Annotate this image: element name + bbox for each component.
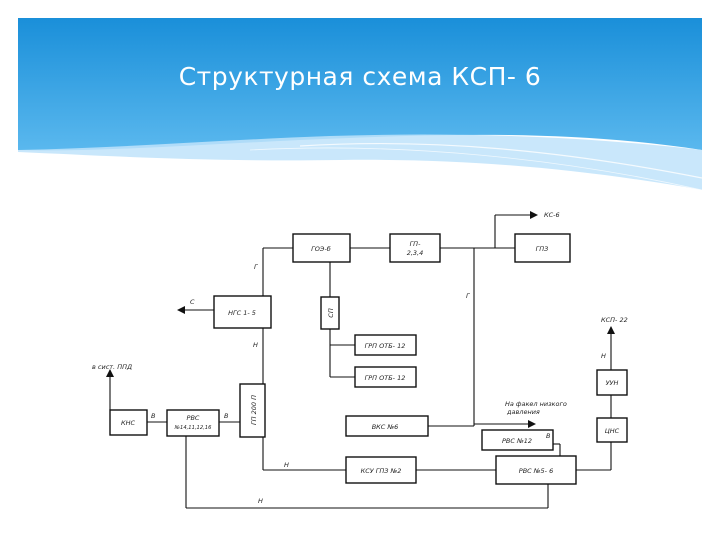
block-rvs12: РВС №12: [481, 429, 554, 451]
block-rvs56-label: РВС №5- 6: [519, 467, 553, 475]
label-n: Н: [253, 341, 258, 349]
block-gpz: ГПЗ: [514, 233, 571, 263]
label-c: С: [190, 298, 195, 306]
label-v1: В: [151, 412, 156, 420]
block-kns: КНС: [109, 409, 148, 436]
block-rvs-left: РВС №14,11,12,16: [166, 409, 220, 437]
banner-wave-line: [299, 142, 703, 179]
label-n2: Н: [284, 461, 289, 469]
block-kns-label: КНС: [121, 419, 136, 427]
block-tsns: ЦНС: [596, 417, 628, 443]
block-gp-label-2: 2,3,4: [407, 249, 424, 257]
banner-fill: [18, 18, 702, 151]
label-n4: Н: [601, 352, 606, 360]
title-banner: [18, 18, 703, 191]
block-ngs: НГС 1- 5: [213, 295, 272, 329]
label-na-fakel-1: На факел низкого: [505, 400, 567, 408]
block-rvs12-label: РВС №12: [502, 437, 532, 445]
block-gp200-label: ГП 200 П: [250, 395, 258, 425]
block-uun: УУН: [596, 369, 628, 396]
label-v2: В: [224, 412, 229, 420]
banner-wave: [18, 134, 702, 190]
label-na-fakel-2: давления: [506, 408, 540, 416]
block-sp-label: СП: [327, 308, 335, 318]
label-ksp22: КСП- 22: [601, 316, 628, 324]
block-gp: ГП- 2,3,4: [389, 233, 441, 263]
block-gpz-label: ГПЗ: [536, 245, 549, 253]
block-gp200: ГП 200 П: [239, 383, 266, 438]
block-rvs-left-label-2: №14,11,12,16: [174, 425, 212, 431]
block-rvs56: РВС №5- 6: [495, 455, 577, 485]
block-grp-2-label: ГРП ОТБ- 12: [365, 374, 406, 382]
block-grp-2: ГРП ОТБ- 12: [354, 366, 417, 388]
label-to-ppd: в сист. ППД: [92, 363, 132, 371]
label-g: Г: [254, 263, 259, 271]
block-ksu-label: КСУ ГПЗ №2: [361, 467, 402, 475]
block-gp-label-1: ГП-: [410, 240, 422, 248]
block-tsns-label: ЦНС: [605, 427, 620, 435]
block-grp-1: ГРП ОТБ- 12: [354, 334, 417, 356]
slide-title: Структурная схема КСП- 6: [178, 62, 542, 91]
label-ks6: КС-6: [544, 211, 560, 219]
label-n3: Н: [258, 497, 263, 505]
block-vks: ВКС №6: [345, 415, 429, 437]
block-rvs-left-label-1: РВС: [187, 414, 200, 422]
label-v3: В: [546, 432, 551, 440]
block-ngs-label: НГС 1- 5: [228, 309, 256, 317]
block-uun-label: УУН: [606, 379, 619, 387]
banner-wave-line-2: [249, 147, 703, 191]
block-gos-label: ГОЭ-б: [311, 245, 331, 253]
block-gos: ГОЭ-б: [292, 233, 351, 263]
block-ksu: КСУ ГПЗ №2: [345, 456, 417, 484]
block-grp-1-label: ГРП ОТБ- 12: [365, 342, 406, 350]
block-vks-label: ВКС №6: [372, 423, 399, 431]
connection-lines: [106, 211, 615, 509]
label-g2: Г: [466, 292, 471, 300]
block-sp: СП: [320, 296, 340, 330]
